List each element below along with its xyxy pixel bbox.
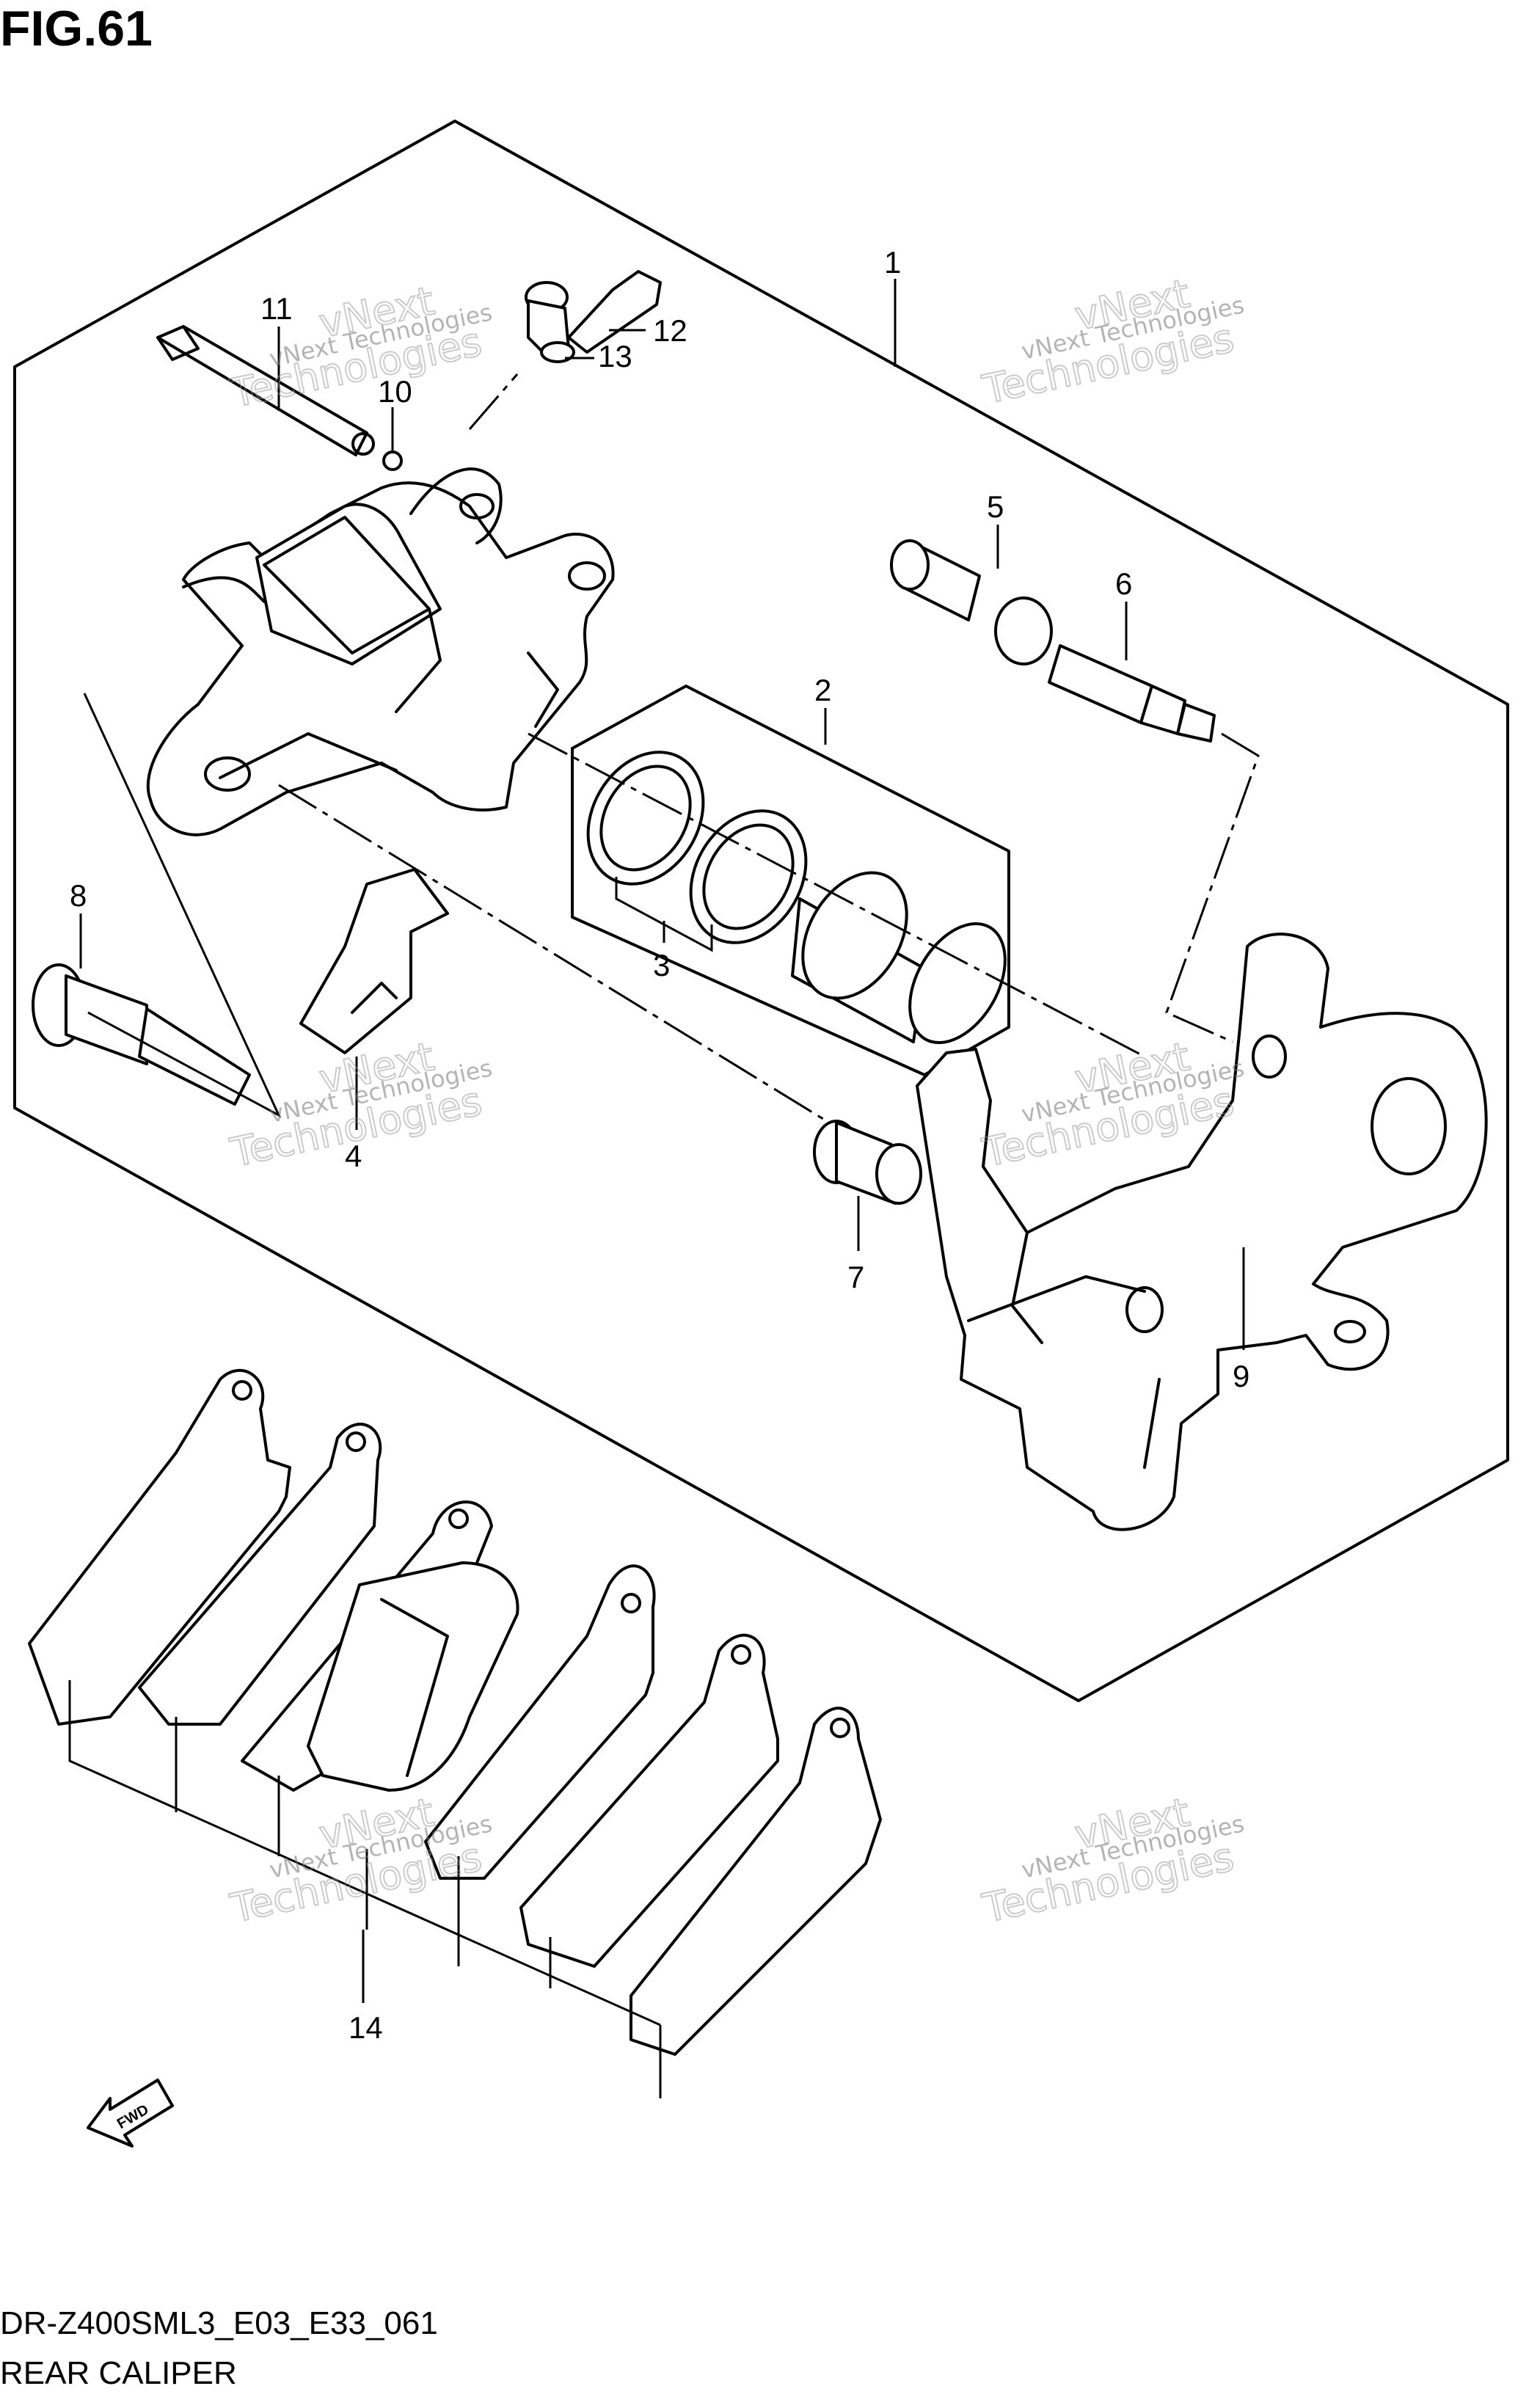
callout-2: 2 xyxy=(814,673,831,707)
callout-5: 5 xyxy=(987,489,1004,524)
callout-7: 7 xyxy=(847,1260,864,1294)
callout-12: 12 xyxy=(653,313,687,348)
pin-6 xyxy=(1048,644,1216,743)
callout-11: 11 xyxy=(260,291,293,326)
union-13 xyxy=(525,281,575,363)
assembly-boundary xyxy=(13,120,1509,1702)
piston-set-box xyxy=(571,685,1010,1076)
callout-13: 13 xyxy=(598,339,632,373)
callout-14: 14 xyxy=(349,2010,383,2045)
callout-4: 4 xyxy=(345,1139,362,1173)
watermark-bottom-right: vNext Technologies Technologies vNext xyxy=(978,1788,1247,1933)
washer-10 xyxy=(382,450,403,471)
caliper-body xyxy=(146,467,615,836)
figure-title: FIG.61 xyxy=(0,1,153,56)
figure-name: REAR CALIPER xyxy=(0,2355,237,2391)
slide-pin-8 xyxy=(32,963,251,1106)
fwd-direction-arrow: FWD xyxy=(87,2079,174,2148)
seal-ring-inner xyxy=(689,809,808,944)
pad-spring-4 xyxy=(299,868,449,1054)
callout-8: 8 xyxy=(70,878,87,913)
sleeve-5 xyxy=(890,539,1053,665)
caliper-bracket-9 xyxy=(916,933,1488,1531)
callout-10: 10 xyxy=(378,374,412,409)
brake-pads-14 xyxy=(28,1368,882,2056)
callout-3: 3 xyxy=(653,948,670,982)
callout-6: 6 xyxy=(1115,566,1132,601)
callout-9: 9 xyxy=(1233,1359,1249,1393)
piston xyxy=(791,871,1007,1045)
seal-ring-outer xyxy=(586,751,705,886)
figure-code: DR-Z400SML3_E03_E33_061 xyxy=(0,2305,438,2341)
bleeder-valve-12 xyxy=(567,270,662,354)
watermark-top-right: vNext Technologies Technologies vNext xyxy=(978,269,1247,414)
bleeder-bolt-11 xyxy=(156,325,375,456)
callout-1: 1 xyxy=(884,245,901,280)
boot-7 xyxy=(813,1120,922,1205)
